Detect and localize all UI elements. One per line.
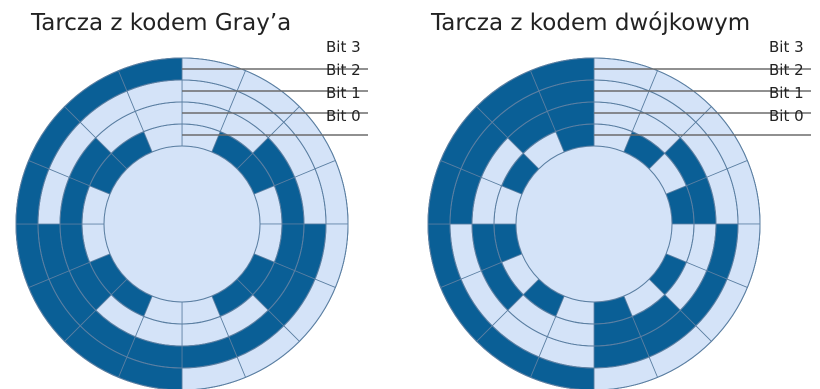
disk-binary-bit-labels: Bit 3 Bit 2 Bit 1 Bit 0 <box>594 38 811 136</box>
ring-border <box>59 101 305 347</box>
ring-border <box>449 79 739 369</box>
ring-border <box>471 101 717 347</box>
bit-label-gray-1: Bit 1 <box>326 84 361 102</box>
disk-binary-rings <box>427 57 761 389</box>
disk-hub <box>103 145 261 303</box>
ring-border <box>493 123 695 325</box>
bit-label-binary-1: Bit 1 <box>769 84 804 102</box>
bit-label-gray-3: Bit 3 <box>326 38 361 56</box>
ring-border <box>37 79 327 369</box>
disk-title-gray: Tarcza z kodem Gray’a <box>30 10 291 36</box>
bit-label-gray-2: Bit 2 <box>326 61 361 79</box>
disk-gray-rings <box>15 57 349 389</box>
bit-label-gray-0: Bit 0 <box>326 107 361 125</box>
disk-hub <box>515 145 673 303</box>
bit-label-binary-3: Bit 3 <box>769 38 804 56</box>
ring-border <box>15 57 349 389</box>
ring-border <box>81 123 283 325</box>
disk-gray: Tarcza z kodem Gray’a Bit 3 Bit 2 Bit 1 … <box>15 10 368 389</box>
bit-label-binary-2: Bit 2 <box>769 61 804 79</box>
disk-title-binary: Tarcza z kodem dwójkowym <box>430 10 750 36</box>
bit-label-binary-0: Bit 0 <box>769 107 804 125</box>
disk-gray-bit-labels: Bit 3 Bit 2 Bit 1 Bit 0 <box>182 38 368 136</box>
disk-binary: Tarcza z kodem dwójkowym Bit 3 Bit 2 Bit… <box>427 10 811 389</box>
ring-border <box>427 57 761 389</box>
